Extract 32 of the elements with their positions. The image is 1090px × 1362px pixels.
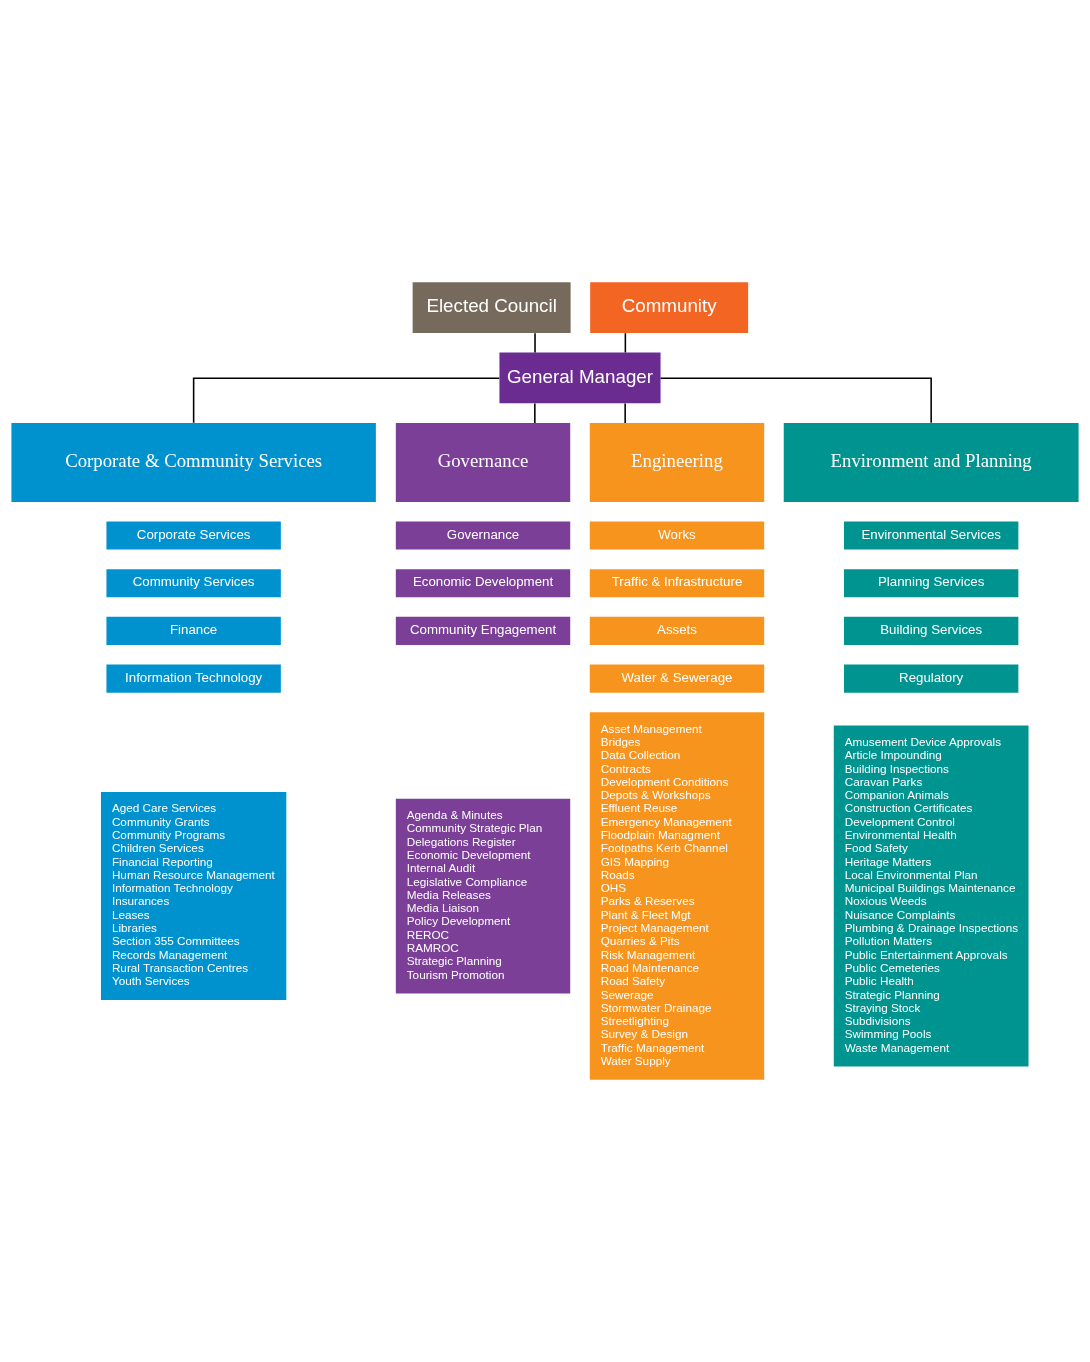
node-box: Regulatory — [843, 664, 1019, 693]
node-box: Engineering — [589, 422, 765, 502]
node-box: Water & Sewerage — [589, 664, 765, 693]
node-box: Building Services — [843, 616, 1019, 645]
node-box: Community Engagement — [395, 616, 571, 645]
node-box: Amusement Device Approvals Article Impounding Building Inspections Caravan Parks Companion Animals Construction Certificates Development Control Environmental Health Food Safety Heritage Matters Local Environmental Plan Municipal Buildings Maintenance Noxious Weeds Nuisance Complaints Plumbing & Drainage Inspections Pollution Matters Public Entertainment Approvals Public Cemeteries Public Health Strategic Planning Straying Stock Subdivisions Swimming Pools Waste Management — [833, 725, 1029, 1067]
connector — [624, 332, 627, 354]
node-box: Corporate & Community Services — [11, 422, 376, 502]
node-box: Environmental Services — [843, 521, 1019, 550]
node-box: Information Technology — [106, 664, 281, 693]
node-box: General Manager — [499, 352, 661, 404]
node-box: Asset Management Bridges Data Collection Contracts Development Conditions Depots & Workshops Effluent Reuse Emergency Management Floodplain Managment Footpaths Kerb Channel GIS Mapping Roads OHS Parks & Reserves Plant & Fleet Mgt Project Management Quarries & Pits Risk Management Road Maintenance Road Safety Sewerage Stormwater Drainage Streetlighting Survey & Design Traffic Management Water Supply — [589, 712, 765, 1080]
node-box: Assets — [589, 616, 765, 645]
node-box: Economic Development — [395, 569, 571, 598]
node-box: Environment and Planning — [783, 422, 1079, 502]
node-box: Planning Services — [843, 569, 1019, 598]
connector — [534, 332, 536, 354]
node-box: Community Services — [106, 569, 281, 598]
connector — [624, 402, 626, 424]
node-box: Aged Care Services Community Grants Community Programs Children Services Financial Reporting Human Resource Management Information Technology Insurances Leases Libraries Section 355 Committees Records Management Rural Transaction Centres Youth Services — [100, 792, 287, 1001]
node-box: Corporate Services — [106, 521, 281, 550]
node-box: Community — [590, 282, 749, 333]
node-box: Traffic & Infrastructure — [589, 569, 765, 598]
node-box: Finance — [106, 616, 281, 645]
node-box: Governance — [395, 422, 571, 502]
node-box: Works — [589, 521, 765, 550]
connector — [534, 402, 536, 424]
node-box: Governance — [395, 521, 571, 550]
connector — [659, 377, 932, 424]
node-box: Elected Council — [412, 282, 571, 333]
connector — [192, 377, 500, 424]
node-box: Agenda & Minutes Community Strategic Plan Delegations Register Economic Development Internal Audit Legislative Compliance Media Releases Media Liaison Policy Development REROC RAMROC Strategic Planning Tourism Promotion — [395, 798, 571, 994]
